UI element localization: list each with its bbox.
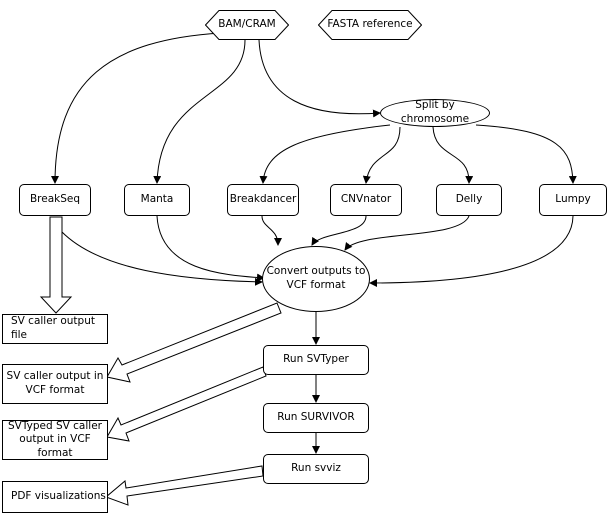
breakdancer-node: Breakdancer — [227, 184, 299, 216]
pdf-visualizations-node: PDF visualizations — [2, 481, 108, 513]
block-arrow-svtyper-svtyped — [106, 366, 267, 442]
edge-breakseq-to-convert — [61, 231, 263, 286]
edge-bam-to-split — [258, 39, 381, 118]
block-arrow-svviz-pdf — [105, 465, 264, 506]
breakseq-node: BreakSeq — [19, 184, 91, 216]
edge-bam-to-breakseq — [51, 32, 222, 184]
cnvnator-label: CNVnator — [340, 193, 392, 206]
sv-caller-output-file-label: SV caller output file — [11, 315, 95, 341]
convert-outputs-label: Convert outputs to VCF format — [266, 265, 366, 291]
edge-manta-to-convert — [156, 215, 265, 282]
breakdancer-label: Breakdancer — [229, 193, 297, 206]
edge-split-to-delly — [432, 126, 474, 184]
split-by-chromosome-node: Split by chromosome — [380, 99, 490, 127]
run-svviz-label: Run svviz — [291, 462, 341, 475]
block-arrow-convert-vcf — [106, 302, 282, 383]
cnvnator-node: CNVnator — [330, 184, 402, 216]
bam-cram-label: BAM/CRAM — [218, 18, 276, 31]
run-svtyper-node: Run SVTyper — [263, 345, 369, 375]
edge-breakdancer-to-convert — [261, 215, 282, 246]
edge-split-to-lumpy — [475, 124, 577, 184]
edge-split-to-breakdancer — [259, 124, 391, 184]
fasta-reference-input: FASTA reference — [318, 10, 422, 40]
edge-delly-to-convert — [344, 215, 470, 251]
convert-outputs-node: Convert outputs to VCF format — [262, 246, 370, 312]
edge-cnvnator-to-convert — [311, 215, 367, 246]
run-svtyper-label: Run SVTyper — [283, 353, 349, 366]
pdf-visualizations-label: PDF visualizations — [11, 490, 106, 503]
lumpy-node: Lumpy — [539, 184, 607, 216]
manta-label: Manta — [140, 193, 174, 206]
delly-label: Delly — [455, 193, 483, 206]
breakseq-label: BreakSeq — [29, 193, 81, 206]
run-survivor-label: Run SURVIVOR — [277, 411, 355, 424]
manta-node: Manta — [124, 184, 190, 216]
run-survivor-node: Run SURVIVOR — [263, 403, 369, 433]
split-by-chromosome-label: Split by chromosome — [400, 99, 470, 125]
hexagon-shape — [205, 10, 289, 40]
sv-caller-output-vcf-label: SV caller output in VCF format — [6, 370, 104, 396]
fasta-reference-label: FASTA reference — [327, 18, 413, 31]
bam-cram-input: BAM/CRAM — [205, 10, 289, 40]
svtyped-output-vcf-label: SVTyped SV caller output in VCF format — [8, 419, 102, 459]
svtyped-output-vcf-node: SVTyped SV caller output in VCF format — [2, 420, 108, 460]
edge-bam-to-manta — [153, 39, 246, 184]
hexagon-shape — [318, 10, 422, 40]
block-arrow-breakseq-output — [39, 216, 73, 314]
sv-caller-output-file-node: SV caller output file — [2, 314, 108, 344]
edge-split-to-cnvnator — [362, 126, 401, 184]
delly-node: Delly — [436, 184, 502, 216]
lumpy-label: Lumpy — [555, 193, 591, 206]
run-svviz-node: Run svviz — [263, 454, 369, 484]
sv-caller-output-vcf-node: SV caller output in VCF format — [2, 364, 108, 404]
edge-lumpy-to-convert — [369, 215, 574, 287]
